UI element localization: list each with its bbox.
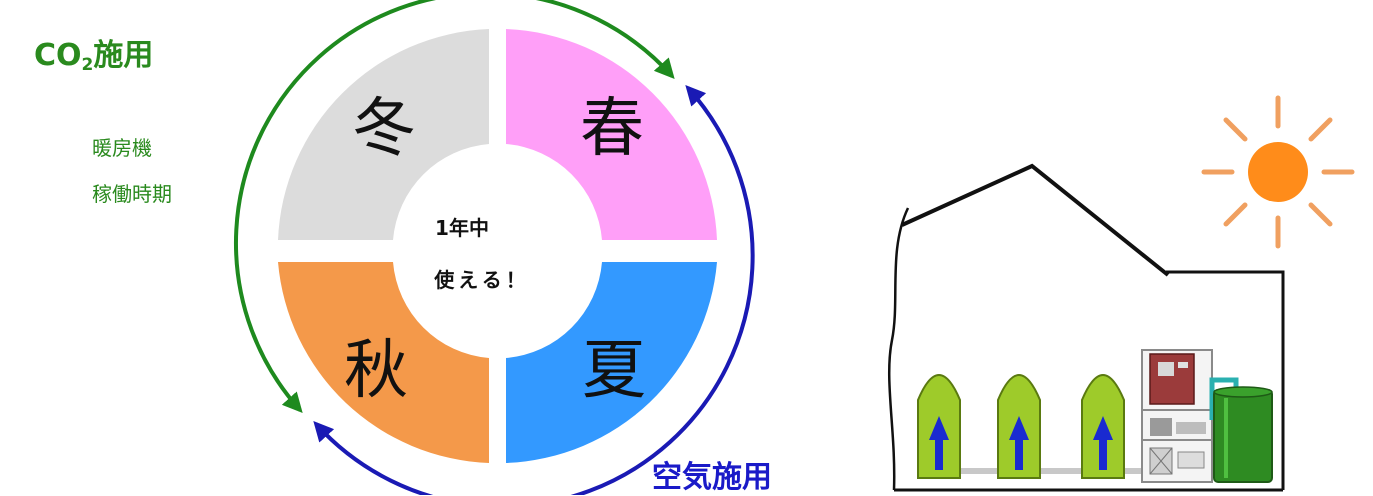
heater-label-line2: 稼働時期 [92,182,172,206]
plant-1 [917,374,961,479]
season-label-spring: 春 [580,92,644,166]
co2-generator-icon [1141,349,1213,483]
co2-application-label: CO2施用 [34,38,154,75]
center-text-line2: 使える！ [433,268,529,292]
season-label-summer: 夏 [582,334,646,408]
season-label-autumn: 秋 [344,334,408,408]
air-cycle-arc [313,85,755,495]
up-arrow-icon [929,416,949,470]
season-label-winter: 冬 [352,92,416,166]
pipe [1209,377,1239,420]
plant-3 [1081,374,1125,479]
sun-icon [1201,95,1355,249]
center-text-line1: 1年中 [435,216,489,240]
plant-2 [997,374,1041,479]
heater-label-line1: 暖房機 [92,136,152,160]
up-arrow-icon [1009,416,1029,470]
co2-cycle-arc [234,0,675,413]
up-arrow-icon [1093,416,1113,470]
tank-icon [1213,386,1273,483]
air-application-label: 空気施用 [652,460,772,495]
